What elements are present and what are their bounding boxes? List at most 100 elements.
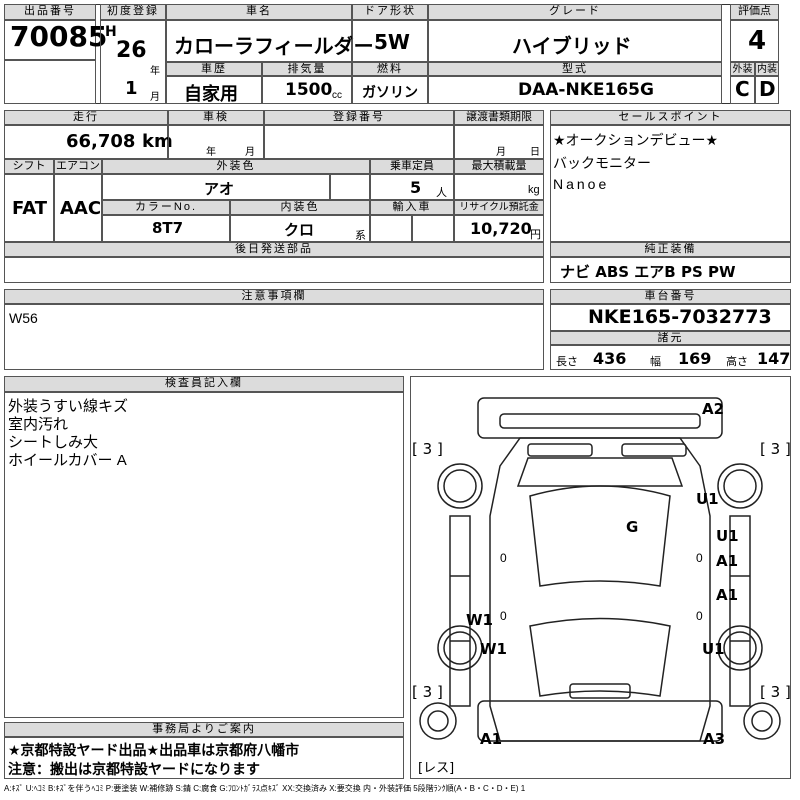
lot-no: 70085 (10, 20, 108, 53)
capacity-unit: 人 (436, 187, 447, 199)
ext-label: 外装 (730, 62, 755, 76)
equipment-cell (550, 257, 791, 283)
damage-mark: A1 (480, 730, 503, 748)
tire-depth-front-left: [ 3 ] (412, 440, 443, 458)
reg-no-cell (264, 125, 454, 159)
capacity: 5 (410, 178, 422, 197)
ac-cell (54, 174, 102, 242)
inspector-cell (4, 392, 404, 718)
door-label: ドア形状 (352, 4, 428, 20)
year-unit: 年 (150, 66, 160, 77)
recycle: 10,720 (470, 219, 532, 238)
chassis-cell (550, 304, 791, 331)
damage-mark: W1 (466, 611, 493, 629)
score-cell (730, 20, 779, 62)
vehicle-diagram (410, 376, 791, 779)
notes: W56 (9, 310, 38, 326)
height: 147 (757, 349, 791, 368)
door-cell (352, 20, 428, 62)
int-color-cell (230, 215, 370, 242)
color-extra-cell (330, 174, 370, 200)
ext-cell (730, 76, 755, 104)
model-cell (428, 76, 722, 104)
legend: A:ｷｽﾞ U:ﾍｺﾐ B:ｷｽﾞを伴うﾍｺﾐ P:要塗装 W:補修跡 S:錆 … (4, 784, 526, 793)
color-no: 8T7 (152, 219, 184, 237)
shift-label: シフト (4, 159, 54, 174)
equipment-label: 純正装備 (550, 242, 791, 257)
int-cell (755, 76, 779, 104)
lot-blank-cell (4, 60, 96, 104)
int-color-label: 内装色 (230, 200, 370, 215)
transfer-day: 日 (530, 147, 540, 158)
color: アオ (204, 180, 235, 198)
sales-points-label: セールスポイント (550, 110, 791, 125)
reg-no-label: 登録番号 (264, 110, 454, 125)
grade-label: グレード (428, 4, 722, 20)
int-label: 内装 (755, 62, 779, 76)
length: 436 (593, 349, 627, 368)
recycle-label: リサイクル預託金 (454, 200, 544, 215)
shift: FAT (12, 198, 48, 219)
tire-depth-front-right: [ 3 ] (760, 440, 791, 458)
mileage: 66,708 (66, 131, 136, 152)
history-cell (166, 76, 262, 104)
width: 169 (678, 349, 712, 368)
score-label: 評価点 (730, 4, 779, 20)
inspection-month: 月 (245, 147, 255, 158)
fuel-label: 燃料 (352, 62, 428, 76)
load-unit: kg (528, 184, 540, 196)
inspector-line: 室内汚れ (8, 416, 69, 433)
chassis-no: NKE165-7032773 (588, 306, 772, 328)
recycle-unit: 円 (530, 229, 541, 241)
inspector-line: ホイールカバー A (8, 452, 127, 469)
office-label: 事務局よりご案内 (4, 722, 404, 737)
first-reg-cell (100, 20, 166, 104)
office-line: 注意：搬出は京都特設ヤードになります (8, 761, 260, 777)
sales-point-line: バックモニター (553, 155, 651, 171)
int-color-unit: 系 (355, 230, 366, 242)
tire-fr: 3 (770, 440, 781, 458)
height-label: 高さ (726, 356, 748, 368)
inspector-line: 外装うすい線キズ (8, 398, 129, 415)
tire-depth-rear-right: [ 3 ] (760, 683, 791, 701)
grade: ハイブリッド (512, 34, 632, 58)
notes-label: 注意事項欄 (4, 289, 544, 304)
load-cell (454, 174, 544, 200)
first-reg-label: 初度登録 (100, 4, 166, 20)
grade-cell (428, 20, 722, 62)
damage-mark: W1 (480, 640, 507, 658)
zero-mark: 0 (500, 609, 507, 623)
inspection-year: 年 (206, 147, 216, 158)
fuel: ガソリン (362, 85, 418, 101)
transfer-cell (454, 125, 544, 159)
tire-fl: 3 (422, 440, 433, 458)
import-label: 輸入車 (370, 200, 454, 215)
ac-label: エアコン (54, 159, 102, 174)
reg-month: 1 (125, 78, 138, 99)
displacement: 1500 (285, 80, 333, 100)
month-unit: 月 (150, 92, 160, 103)
damage-mark: A1 (716, 552, 739, 570)
sales-point-line: ★オークションデビュー★ (553, 132, 719, 148)
import-cell (370, 215, 412, 242)
color-no-cell (102, 215, 230, 242)
tire-depth-rear-left: [ 3 ] (412, 683, 443, 701)
displacement-unit: cc (332, 90, 342, 101)
inspector-label: 検査員記入欄 (4, 376, 404, 392)
lot-no-cell (4, 20, 96, 60)
score: 4 (748, 26, 767, 56)
int-color: クロ (284, 221, 315, 239)
transfer-month: 月 (496, 147, 506, 158)
zero-mark: 0 (500, 551, 507, 565)
color-cell (102, 174, 330, 200)
damage-mark: A3 (703, 730, 726, 748)
capacity-label: 乗車定員 (370, 159, 454, 174)
history: 自家用 (184, 84, 238, 105)
later-parts-cell (4, 257, 544, 283)
car-name: カローラフィールダー (174, 34, 374, 58)
mileage-label: 走行 (4, 110, 168, 125)
mileage-unit: km (142, 131, 173, 152)
lot-no-label: 出品番号 (4, 4, 96, 20)
tire-rl: 3 (422, 683, 433, 701)
recycle-cell (454, 215, 544, 242)
